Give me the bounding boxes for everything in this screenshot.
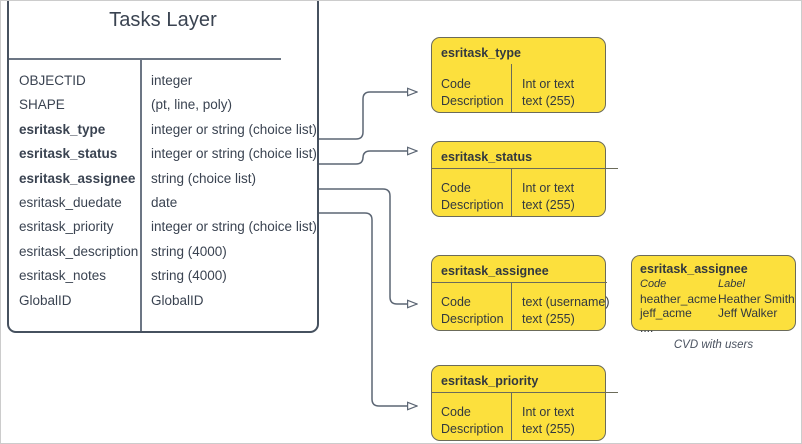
field-type: string (choice list): [151, 170, 257, 186]
field-name: esritask_type: [19, 121, 106, 137]
field-type: string (4000): [151, 268, 227, 284]
entity-title: Tasks Layer: [109, 9, 217, 31]
domain-code-label: Code: [441, 295, 471, 309]
field-type: date: [151, 194, 178, 210]
domain-description-type: text (255): [522, 311, 575, 326]
field-name: esritask_priority: [19, 219, 114, 235]
field-row[interactable]: esritask_type integer or string (choice …: [9, 118, 317, 142]
domain-description-type: text (255): [522, 93, 575, 108]
domain-title: esritask_priority: [441, 374, 539, 388]
cvd-label: Jeff Walker: [718, 306, 778, 320]
domain-code-type: Int or text: [522, 77, 575, 91]
domain-box-esritask-status[interactable]: esritask_status Code Description Int or …: [431, 141, 618, 217]
domain-description-type: text (255): [522, 197, 575, 212]
cvd-header-label: Label: [718, 278, 745, 290]
field-row[interactable]: OBJECTID integer: [9, 69, 317, 93]
field-name: esritask_status: [19, 146, 118, 162]
domain-code-type: Int or text: [522, 405, 575, 419]
domain-title: esritask_type: [441, 46, 521, 60]
domain-header-divider: [432, 282, 607, 284]
domain-code-column: Code Description: [441, 294, 504, 327]
domain-title: esritask_status: [441, 150, 533, 164]
field-name: GlobalID: [19, 292, 72, 308]
entity-column-divider: [140, 58, 142, 331]
cvd-code: jeff_acme: [640, 306, 692, 320]
cvd-title: esritask_assignee: [640, 262, 748, 276]
domain-type-column: Int or text text (255): [522, 404, 575, 437]
cvd-label: Heather Smith: [718, 291, 795, 306]
domain-column-divider: [511, 392, 513, 440]
domain-code-column: Code Description: [441, 76, 504, 109]
field-type: integer or string (choice list): [151, 121, 317, 137]
domain-description-label: Description: [441, 197, 504, 212]
domain-type-column: text (username) text (255): [522, 294, 610, 327]
entity-header-divider: [9, 58, 281, 60]
field-row[interactable]: esritask_duedate date: [9, 191, 317, 215]
cvd-code: heather_acme: [640, 291, 717, 306]
domain-code-label: Code: [441, 181, 471, 195]
field-row[interactable]: SHAPE (pt, line, poly): [9, 93, 317, 117]
domain-code-column: Code Description: [441, 404, 504, 437]
field-type: integer or string (choice list): [151, 146, 317, 162]
domain-code-label: Code: [441, 77, 471, 91]
domain-box-esritask-priority[interactable]: esritask_priority Code Description Int o…: [431, 365, 618, 441]
connector-assignee: [319, 188, 417, 304]
domain-description-label: Description: [441, 93, 504, 108]
domain-box-esritask-type[interactable]: esritask_type Code Description Int or te…: [431, 37, 606, 113]
field-type: integer or string (choice list): [151, 219, 317, 235]
cvd-caption: CVD with users: [673, 339, 754, 351]
entity-field-list: OBJECTID integer SHAPE (pt, line, poly) …: [9, 69, 317, 313]
field-type: (pt, line, poly): [151, 97, 233, 113]
domain-type-column: Int or text text (255): [522, 180, 575, 213]
field-name: OBJECTID: [19, 73, 86, 88]
field-row[interactable]: esritask_priority integer or string (cho…: [9, 215, 317, 239]
connector-type: [319, 92, 417, 140]
field-row[interactable]: esritask_assignee string (choice list): [9, 167, 317, 191]
field-name: esritask_description: [19, 243, 139, 259]
field-row[interactable]: esritask_notes string (4000): [9, 264, 317, 288]
cvd-box-esritask-assignee[interactable]: esritask_assignee Code Label heather_acm…: [631, 255, 796, 335]
connector-priority: [319, 212, 417, 406]
field-type: string (4000): [151, 243, 227, 259]
field-row[interactable]: esritask_description string (4000): [9, 240, 317, 264]
domain-title: esritask_assignee: [441, 264, 549, 278]
domain-description-label: Description: [441, 311, 504, 326]
field-type: integer: [151, 73, 193, 88]
connector-status: [319, 151, 417, 165]
entity-tasks-layer[interactable]: Tasks Layer OBJECTID integer SHAPE (pt, …: [7, 1, 319, 333]
domain-code-label: Code: [441, 405, 471, 419]
domain-column-divider: [511, 282, 513, 330]
domain-header-divider: [432, 392, 618, 394]
cvd-code: ....: [640, 320, 654, 335]
domain-header-divider: [432, 168, 618, 170]
field-type: GlobalID: [151, 292, 204, 308]
domain-description-type: text (255): [522, 421, 575, 436]
field-row[interactable]: GlobalID GlobalID: [9, 289, 317, 313]
field-row[interactable]: esritask_status integer or string (choic…: [9, 142, 317, 166]
domain-type-column: Int or text text (255): [522, 76, 575, 109]
domain-column-divider: [511, 64, 513, 112]
domain-code-type: text (username): [522, 295, 610, 309]
field-name: esritask_duedate: [19, 194, 122, 210]
domain-code-type: Int or text: [522, 181, 575, 195]
field-name: esritask_assignee: [19, 170, 136, 186]
domain-description-label: Description: [441, 421, 504, 436]
field-name: esritask_notes: [19, 268, 107, 284]
domain-code-column: Code Description: [441, 180, 504, 213]
domain-box-esritask-assignee[interactable]: esritask_assignee Code Description text …: [431, 255, 610, 331]
domain-column-divider: [511, 168, 513, 216]
field-name: SHAPE: [19, 97, 65, 113]
cvd-header-code: Code: [640, 278, 667, 290]
